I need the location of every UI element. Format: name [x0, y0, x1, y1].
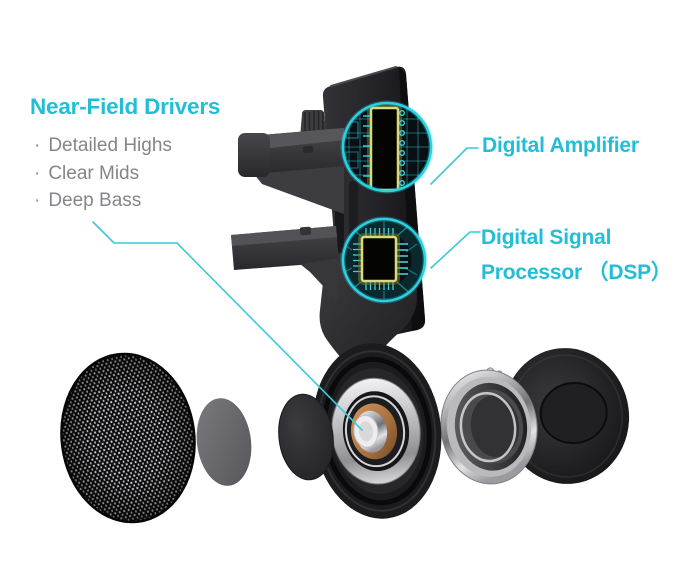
list-item: · Detailed Highs [34, 132, 172, 160]
speaker-driver [312, 343, 442, 519]
dsp-highlight-circle [340, 216, 428, 304]
leader-line-amplifier [430, 147, 479, 185]
leader-line-dsp [430, 231, 481, 269]
bullet-icon: · [34, 162, 41, 184]
dsp-label-line1: Digital Signal [481, 226, 612, 249]
bullet-icon: · [34, 135, 41, 156]
feature-text: Deep Bass [48, 190, 142, 211]
leader-line-drivers [92, 221, 363, 431]
dust-cap [278, 393, 334, 481]
list-item: · Clear Mids [34, 160, 172, 188]
feature-text: Detailed Highs [48, 135, 172, 156]
feature-list: · Detailed Highs · Clear Mids · Deep Bass [34, 132, 172, 215]
digital-amplifier-label: Digital Amplifier [482, 134, 639, 157]
list-item: · Deep Bass [34, 187, 172, 215]
foam-gasket [196, 398, 252, 486]
amplifier-highlight-circle [340, 100, 434, 194]
dsp-label-line2: Processor （DSP） [481, 261, 672, 284]
voice-coil-ring [440, 367, 538, 485]
feature-text: Clear Mids [48, 162, 140, 184]
top-clamp-arm [238, 128, 346, 214]
near-field-drivers-title: Near-Field Drivers [30, 94, 221, 119]
speaker-grille [60, 352, 196, 524]
bullet-icon: · [34, 190, 41, 211]
bottom-clamp-arm [231, 226, 339, 302]
dsp-label: Digital Signal Processor （DSP） [481, 220, 672, 290]
